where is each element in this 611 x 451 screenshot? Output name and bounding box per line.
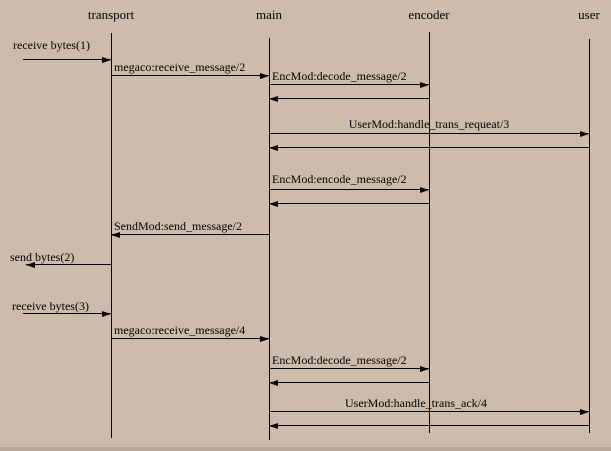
message-arrow-line [111, 338, 269, 339]
message-arrowhead-icon [269, 201, 278, 207]
message-arrowhead-icon [580, 409, 589, 415]
message-label: EncMod:decode_message/2 [272, 69, 407, 83]
message-arrow-line [269, 147, 589, 148]
message-arrow-line [269, 411, 589, 412]
message-arrow-line [269, 133, 589, 134]
message-arrowhead-icon [420, 187, 429, 193]
message-label: UserMod:handle_trans_ack/4 [345, 396, 487, 410]
lifeline-main [269, 38, 270, 440]
message-label: UserMod:handle_trans_requeat/3 [348, 117, 510, 131]
message-arrowhead-icon [269, 96, 278, 102]
message-arrowhead-icon [260, 336, 269, 342]
message-arrowhead-icon [102, 57, 111, 63]
message-label: receive bytes(3) [12, 299, 89, 313]
message-arrowhead-icon [260, 73, 269, 79]
message-arrow-line [23, 313, 111, 314]
message-arrow-line [269, 425, 589, 426]
actor-label-encoder: encoder [408, 7, 450, 22]
window-bottom-edge [0, 447, 611, 451]
message-arrowhead-icon [269, 145, 278, 151]
message-arrow-line [23, 59, 111, 60]
message-label: EncMod:decode_message/2 [272, 353, 407, 367]
lifeline-encoder [429, 32, 430, 433]
message-arrow-line [269, 84, 429, 85]
message-arrowhead-icon [111, 232, 120, 238]
actor-label-transport: transport [87, 7, 135, 22]
message-label: megaco:receive_message/2 [114, 60, 246, 74]
message-arrowhead-icon [26, 262, 35, 268]
message-arrow-line [269, 203, 429, 204]
actor-label-main: main [256, 7, 282, 22]
message-arrow-line [111, 75, 269, 76]
actor-label-user: user [578, 7, 600, 22]
message-label: receive bytes(1) [13, 38, 90, 52]
message-arrowhead-icon [269, 380, 278, 386]
message-arrowhead-icon [420, 82, 429, 88]
message-arrow-line [111, 234, 269, 235]
message-arrow-line [269, 368, 429, 369]
message-arrowhead-icon [269, 423, 278, 429]
message-label: EncMod:encode_message/2 [272, 172, 407, 186]
message-arrow-line [269, 382, 429, 383]
message-arrowhead-icon [580, 131, 589, 137]
message-label: SendMod:send_message/2 [114, 219, 242, 233]
lifeline-user [589, 39, 590, 433]
message-label: megaco:receive_message/4 [114, 323, 246, 337]
message-arrow-line [26, 264, 111, 265]
message-arrow-line [269, 189, 429, 190]
message-label: send bytes(2) [10, 250, 75, 264]
message-arrowhead-icon [420, 366, 429, 372]
message-arrowhead-icon [102, 311, 111, 317]
message-arrow-line [269, 98, 429, 99]
